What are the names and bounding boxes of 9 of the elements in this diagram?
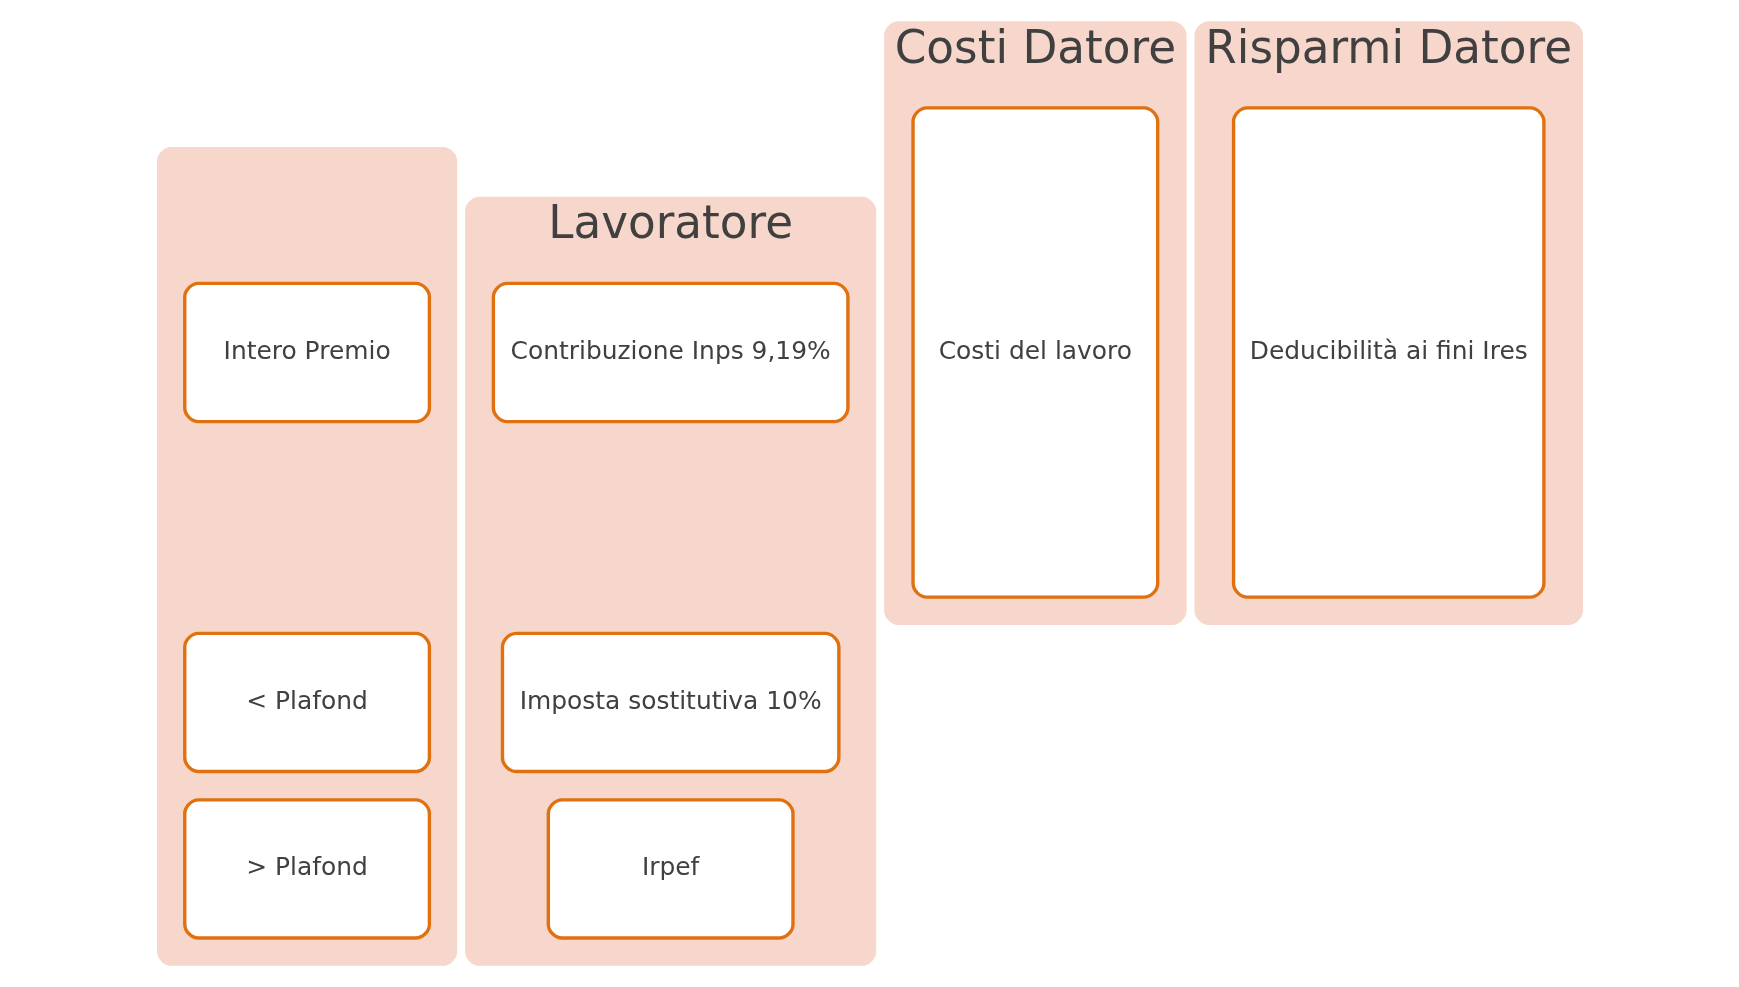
node-box: Contribuzione Inps 9,19%: [491, 281, 850, 424]
node-box: Costi del lavoro: [910, 106, 1159, 599]
node-box: Deducibilità ai fini Ires: [1231, 106, 1546, 599]
cluster: [156, 146, 457, 966]
node-box: < Plafond: [182, 631, 431, 774]
node-box: Imposta sostitutiva 10%: [500, 631, 841, 774]
node-box: Irpef: [546, 798, 795, 940]
node-box: Intero Premio: [182, 281, 431, 424]
node-box: > Plafond: [182, 798, 431, 940]
